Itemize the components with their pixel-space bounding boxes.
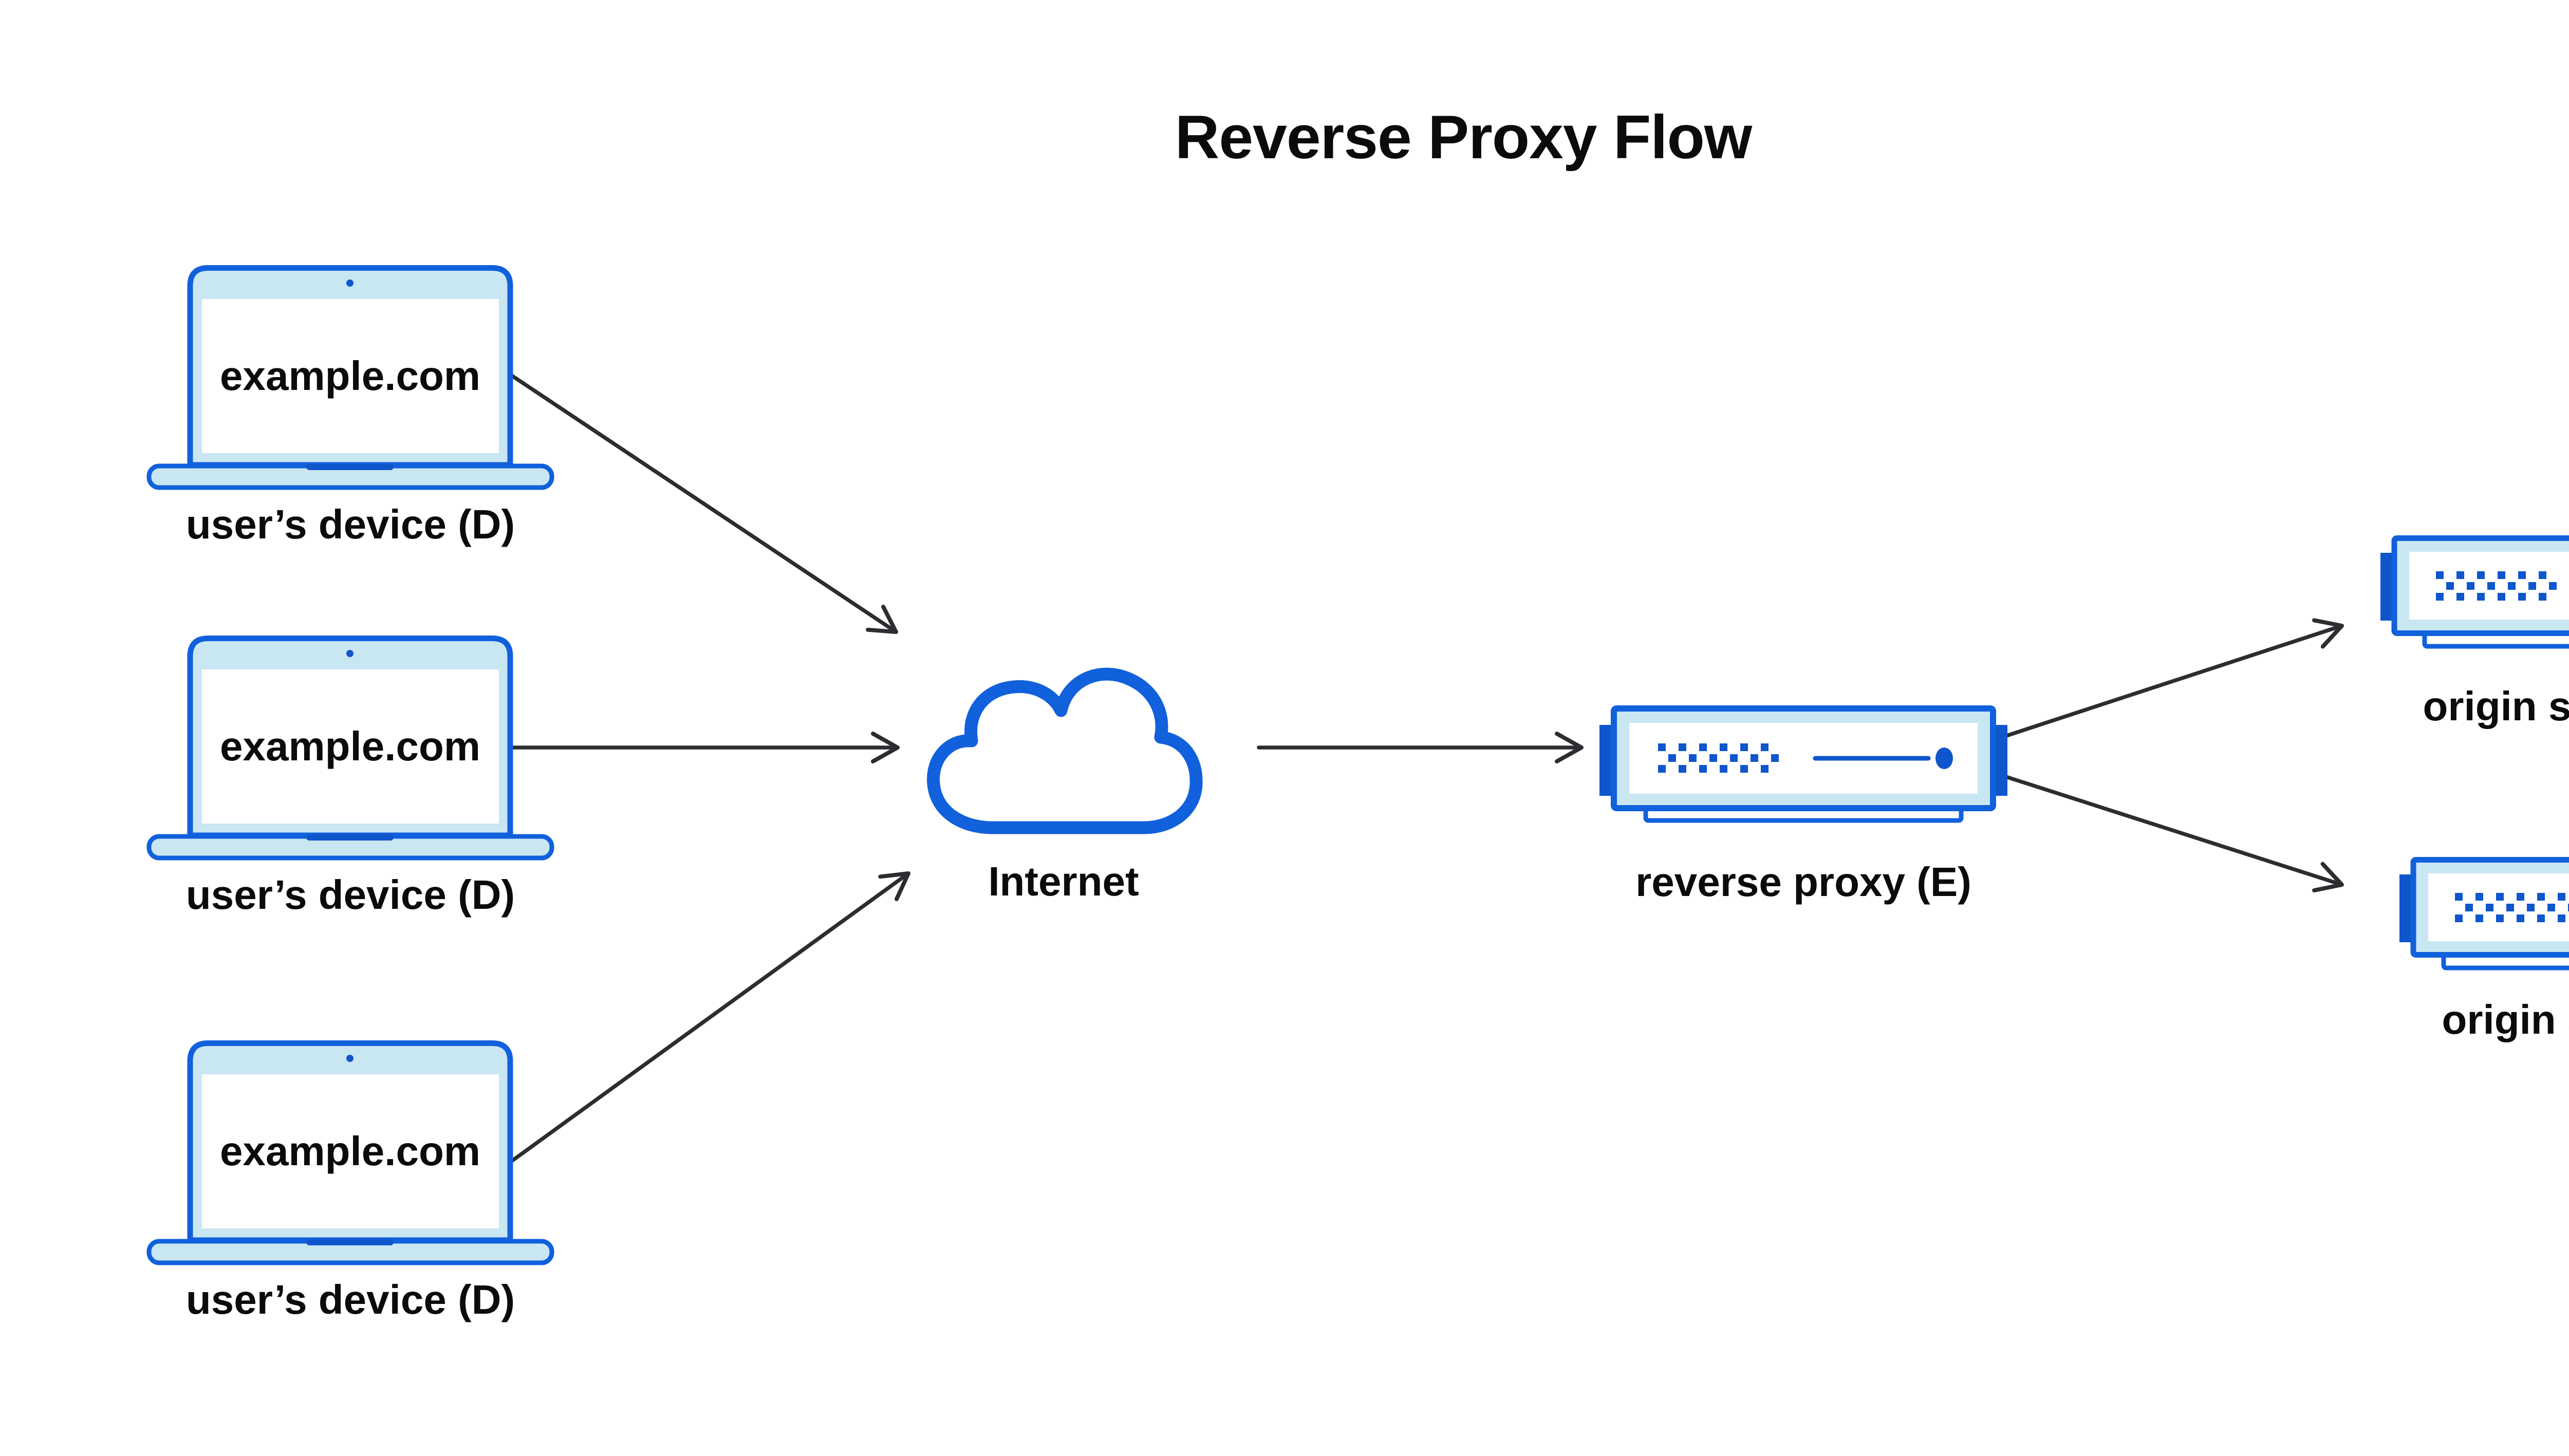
laptop-icon — [146, 1040, 554, 1265]
reverse-proxy-node: reverse proxy (E) — [1599, 705, 2007, 903]
device-screen-text: example.com — [220, 353, 480, 399]
arrow-device3-to-internet — [508, 871, 910, 1164]
device-label: user’s device (D) — [185, 1277, 515, 1322]
camera-dot-icon — [346, 1055, 353, 1062]
camera-dot-icon — [346, 650, 353, 657]
user-device-3: example.com user’s device (D) — [146, 1040, 554, 1320]
arrow-proxy-to-origin2 — [1998, 773, 2344, 893]
device-screen-text: example.com — [220, 1128, 480, 1174]
reverse-proxy-label: reverse proxy (E) — [1635, 859, 1971, 905]
server-icon — [1599, 705, 2007, 823]
origin-server-1: origin server (F) — [2380, 535, 2569, 727]
internet-node: Internet — [922, 657, 1205, 902]
device-label: user’s device (D) — [185, 501, 515, 547]
cloud-icon — [927, 667, 1203, 834]
diagram-title: Reverse Proxy Flow — [1175, 103, 1753, 172]
server-icon — [2399, 857, 2569, 970]
internet-label: Internet — [988, 858, 1139, 904]
arrow-proxy-to-origin1 — [1997, 618, 2344, 740]
origin-server-2: origin server (F) — [2399, 857, 2569, 1040]
origin-server-label: origin server (F) — [2442, 997, 2569, 1042]
server-icon — [2380, 535, 2569, 649]
camera-dot-icon — [346, 279, 353, 287]
user-device-2: example.com user’s device (D) — [146, 636, 554, 916]
laptop-icon — [146, 636, 554, 861]
device-screen-text: example.com — [220, 723, 480, 769]
user-device-1: example.com user’s device (D) — [146, 265, 554, 545]
laptop-icon — [146, 265, 554, 490]
origin-server-label: origin server (F) — [2423, 683, 2569, 729]
arrow-device1-to-internet — [508, 372, 898, 634]
server-power-light-icon — [1935, 748, 1953, 769]
device-label: user’s device (D) — [185, 872, 515, 918]
